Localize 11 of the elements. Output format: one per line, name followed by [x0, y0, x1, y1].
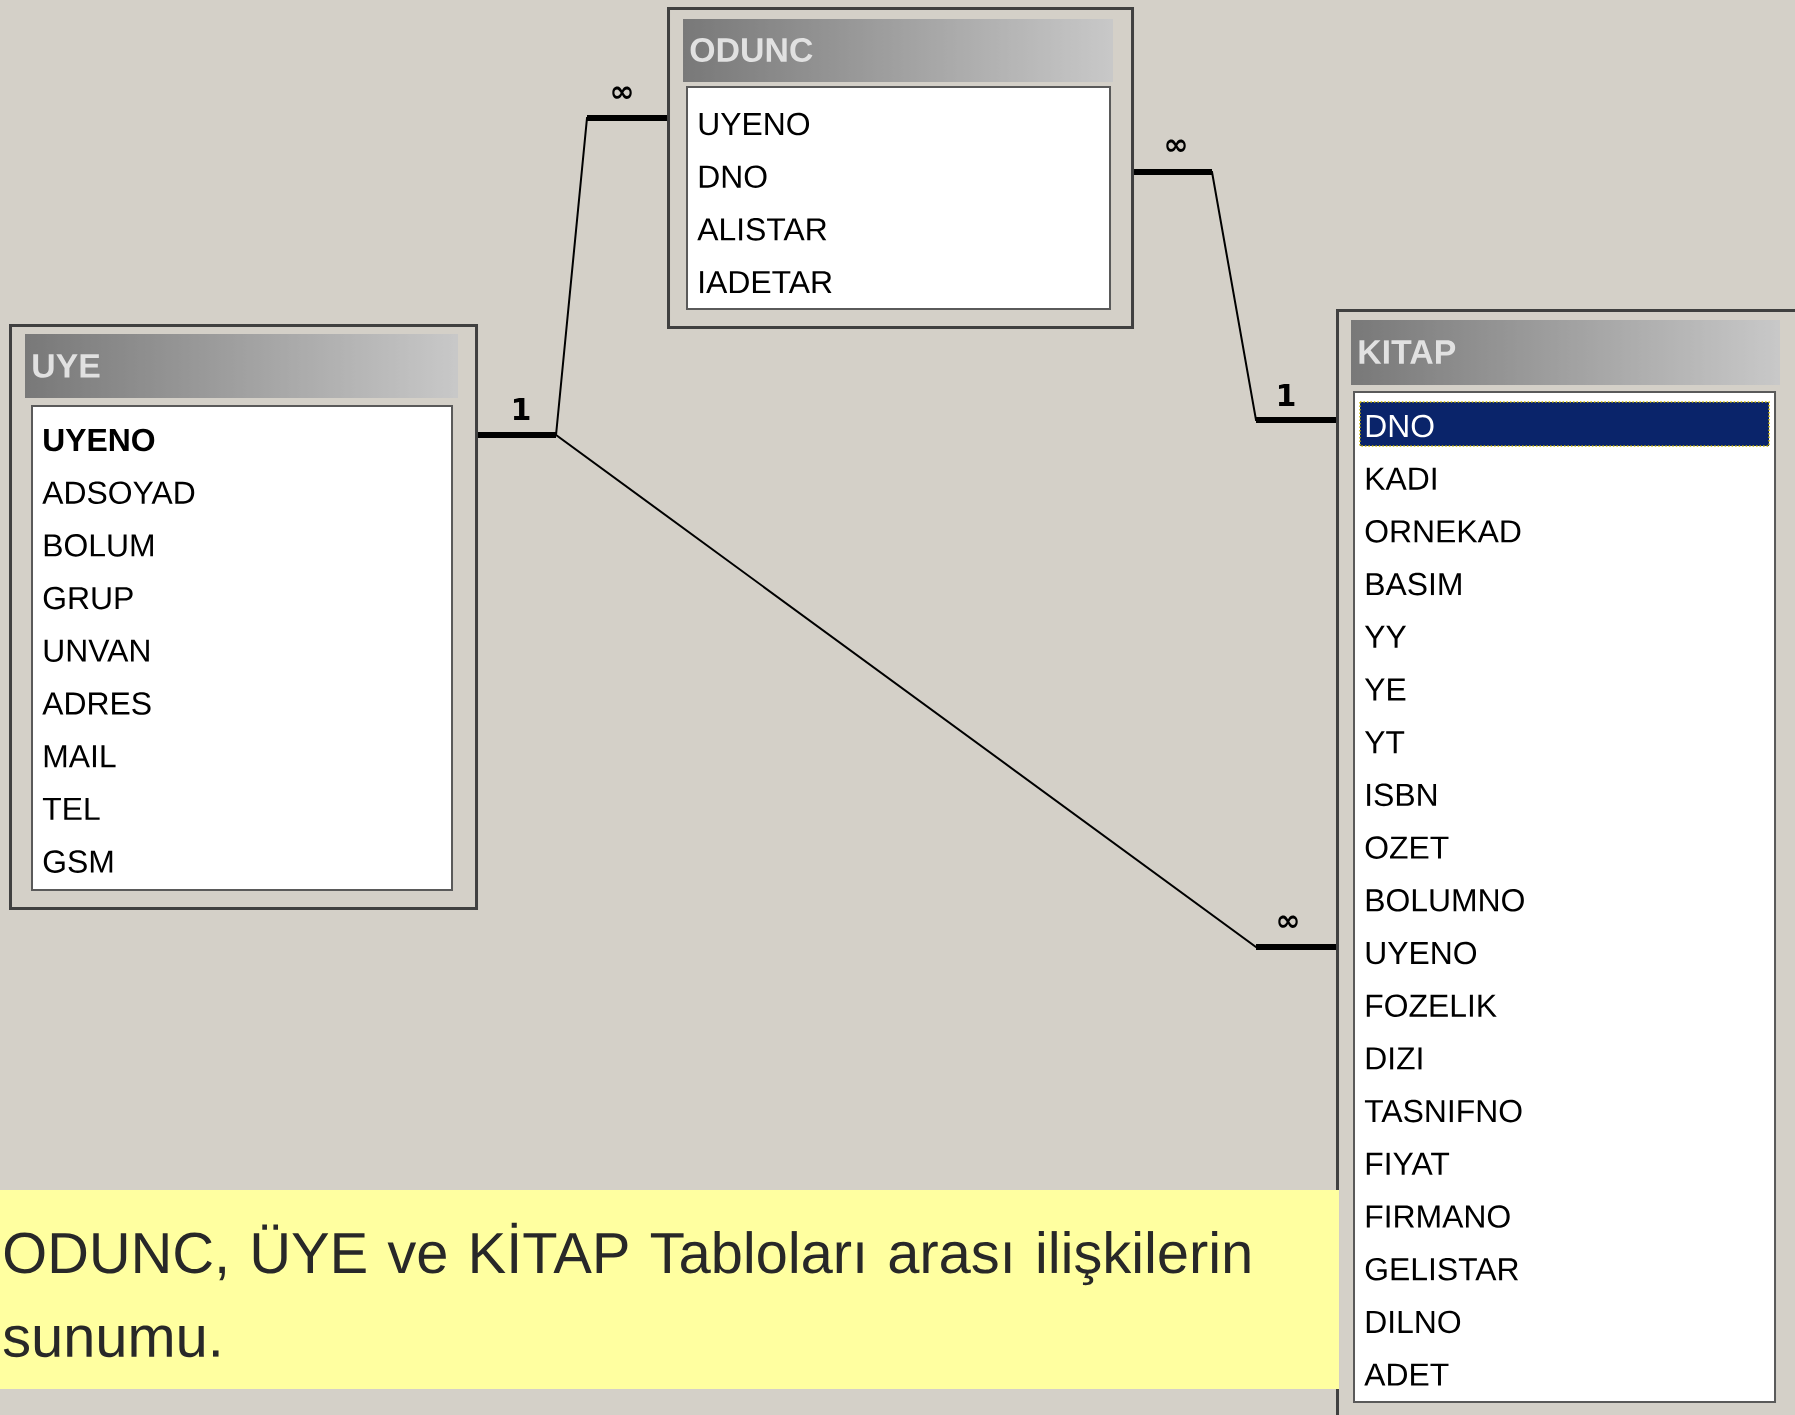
relationship-line: [1133, 169, 1337, 423]
cardinality-label: 1: [514, 398, 530, 420]
table-box: ODUNC UYENO DNO ALISTAR IADETAR: [667, 7, 1134, 329]
cardinality-label: ∞: [612, 86, 632, 99]
table-box: KITAP DNO KADI ORNEKAD BASIM YY YE YT ISBN OZET BOLUMNO UYENO FOZELIK DIZI TASNIFNO FIYAT FIRMANO GELISTAR DILNO ADET: [1336, 309, 1795, 1415]
table-box: UYE UYENO ADSOYAD BOLUM GRUP UNVAN ADRES MAIL TEL GSM: [9, 324, 478, 910]
cardinality-label: ∞: [1166, 139, 1186, 152]
caption-box: ODUNC, ÜYE ve KİTAP Tabloları arası ilişkilerin sunumu.: [0, 1190, 1339, 1389]
relationship-line: [477, 432, 1337, 950]
cardinality-label: ∞: [1278, 915, 1298, 928]
cardinality-label: 1: [1279, 384, 1295, 406]
